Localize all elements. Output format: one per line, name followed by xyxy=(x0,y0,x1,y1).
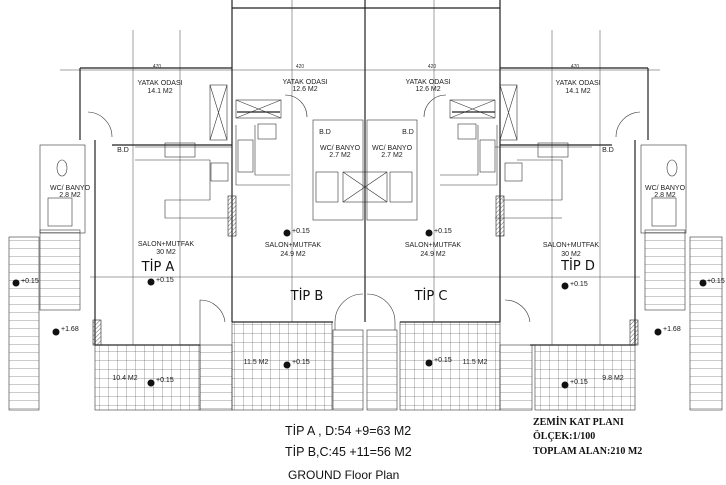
level-markers: +0.15 +0.15 +0.15 +0.15 +0.15 +0.15 +0.1… xyxy=(12,228,725,389)
level-marker-icon xyxy=(561,381,569,389)
dimension-a: 470 xyxy=(153,64,162,70)
room-name: YATAK ODASI xyxy=(282,79,327,86)
area-summary-b-c: TİP B,C:45 +11=56 M2 xyxy=(285,445,412,459)
area-summary-a-d: TİP A , D:54 +9=63 M2 xyxy=(285,424,412,438)
level-label: +1.68 xyxy=(663,326,681,333)
level-label: +0.15 xyxy=(707,278,725,285)
grid-lines xyxy=(60,0,660,345)
room-area: 30 M2 xyxy=(561,251,581,258)
room-area: 2.8 M2 xyxy=(654,192,676,199)
level-marker-icon xyxy=(147,278,155,286)
room-name: WC/ BANYO xyxy=(320,145,361,152)
unit-label-b: TİP B xyxy=(290,288,324,304)
level-label: +0.15 xyxy=(570,379,588,386)
room-name: WC/ BANYO xyxy=(372,145,413,152)
room-area: 14.1 M2 xyxy=(147,88,172,95)
bathrooms xyxy=(39,119,687,234)
level-marker-icon xyxy=(425,229,433,237)
terrace-area: 9.8 M2 xyxy=(602,375,624,382)
level-label: +0.15 xyxy=(156,377,174,384)
room-name: WC/ BANYO xyxy=(645,185,686,192)
room-area: 12.6 M2 xyxy=(415,86,440,93)
level-marker-icon xyxy=(283,361,291,369)
level-label: +0.15 xyxy=(292,228,310,235)
plan-title: ZEMİN KAT PLANI xyxy=(533,417,624,428)
room-name: SALON+MUTFAK xyxy=(138,241,195,248)
room-name: SALON+MUTFAK xyxy=(543,242,600,249)
room-name: WC/ BANYO xyxy=(50,185,91,192)
terraces xyxy=(94,321,636,411)
room-name: SALON+MUTFAK xyxy=(405,242,462,249)
storage-label: B.D xyxy=(117,147,129,154)
room-name: SALON+MUTFAK xyxy=(265,242,322,249)
level-marker-icon xyxy=(699,279,707,287)
storage-label: B.D xyxy=(319,129,331,136)
room-name: YATAK ODASI xyxy=(137,80,182,87)
stairs xyxy=(8,229,723,411)
room-name: YATAK ODASI xyxy=(555,80,600,87)
room-area: 2.7 M2 xyxy=(329,152,351,159)
doors xyxy=(87,94,641,345)
level-marker-icon xyxy=(654,328,662,336)
level-label: +0.15 xyxy=(434,228,452,235)
level-marker-icon xyxy=(147,379,155,387)
room-name: YATAK ODASI xyxy=(405,79,450,86)
level-marker-icon xyxy=(561,282,569,290)
level-label: +0.15 xyxy=(156,277,174,284)
room-area: 2.8 M2 xyxy=(59,192,81,199)
terrace-area: 11.5 M2 xyxy=(244,359,269,366)
plan-scale: ÖLÇEK:1/100 xyxy=(533,431,596,442)
level-label: +1.68 xyxy=(61,326,79,333)
room-area: 30 M2 xyxy=(156,249,176,256)
room-area: 24.9 M2 xyxy=(280,251,305,258)
terrace-area: 11.5 M2 xyxy=(463,359,488,366)
level-marker-icon xyxy=(52,328,60,336)
room-area: 12.6 M2 xyxy=(292,86,317,93)
room-area: 2.7 M2 xyxy=(381,152,403,159)
plan-total-area: TOPLAM ALAN:210 M2 xyxy=(533,446,643,457)
unit-label-d: TİP D xyxy=(560,258,595,274)
level-label: +0.15 xyxy=(21,278,39,285)
dimension-b: 420 xyxy=(296,64,305,70)
dimension-d: 470 xyxy=(571,64,580,70)
walls xyxy=(79,0,649,346)
level-marker-icon xyxy=(283,229,291,237)
level-label: +0.15 xyxy=(434,357,452,364)
storage-label: B.D xyxy=(402,129,414,136)
unit-label-a: TİP A xyxy=(141,259,175,275)
room-area: 24.9 M2 xyxy=(420,251,445,258)
dimension-c: 420 xyxy=(428,64,437,70)
level-marker-icon xyxy=(12,279,20,287)
level-label: +0.15 xyxy=(292,359,310,366)
level-marker-icon xyxy=(425,359,433,367)
kitchens xyxy=(135,123,592,219)
room-area: 14.1 M2 xyxy=(565,88,590,95)
plan-caption: GROUND Floor Plan xyxy=(288,468,400,482)
wardrobes xyxy=(209,84,518,141)
terrace-area: 10.4 M2 xyxy=(112,375,137,382)
level-label: +0.15 xyxy=(570,281,588,288)
unit-label-c: TİP C xyxy=(414,288,448,304)
storage-label: B.D xyxy=(602,147,614,154)
